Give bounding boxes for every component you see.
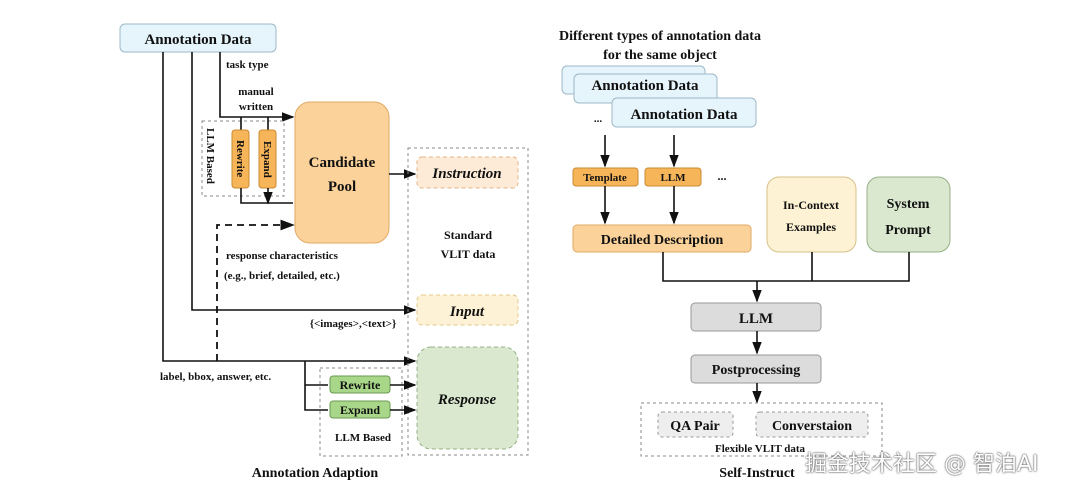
images-text-label: {<images>,<text>} [310,318,397,330]
qa-pair-box [657,411,734,438]
pool-label: Pool [328,179,356,195]
label-bbox-answer-label: label, bbox, answer, etc. [160,371,271,383]
rewrite-vertical-label: Rewrite [234,140,246,177]
detailed-description-label: Detailed Description [601,233,724,248]
annotation-data-label: Annotation Data [144,32,252,48]
annotation-data-box [119,23,277,53]
input-box [416,294,519,326]
annotation-adaption-panel: Annotation Data task type manual written… [119,23,529,481]
watermark: 掘金技术社区 @ 智泊AI [805,452,1039,477]
annotation-data-front-box [611,97,757,128]
instruction-box [416,156,519,189]
label-arrow [162,52,417,366]
self-instruct-panel: Different types of annotation data for t… [559,29,951,481]
response-label: Response [437,392,497,408]
llm-based-vertical-label: LLM Based [204,128,216,184]
title-line-2: for the same object [603,48,717,63]
llm-small-label: LLM [660,172,686,184]
expand-vertical-label: Expand [261,141,273,178]
task-type-label: task type [226,59,269,71]
qa-pair-label: QA Pair [670,419,719,434]
instruction-label: Instruction [431,166,501,182]
prompt-label: Prompt [885,223,931,238]
examples-label: Examples [786,220,836,234]
response-box [416,346,519,450]
standard-vlit-group [407,147,529,456]
written-label: written [239,101,273,113]
manual-label: manual [238,86,273,98]
flexible-vlit-group [640,402,883,457]
response-characteristics-examples: (e.g., brief, detailed, etc.) [224,270,340,282]
input-label: Input [449,304,485,320]
llm-based-group [201,120,285,197]
annotation-adaption-caption: Annotation Adaption [252,466,379,481]
conversation-label: Converstaion [772,419,852,434]
llm-label: LLM [739,311,773,327]
rewrite-label: Rewrite [340,378,381,392]
expand-label: Expand [340,403,380,417]
input-arrow [191,52,417,315]
annotation-data-back-label: Annotation Data [591,78,699,94]
conversation-box [755,411,869,438]
response-branch-lines [304,361,328,411]
merge-lines [662,252,910,282]
vlit-data-label: VLIT data [441,247,496,261]
ellipsis: ... [718,169,727,183]
system-label: System [887,197,930,212]
flexible-vlit-label: Flexible VLIT data [715,443,806,455]
rewrite-expand-input-lines [240,117,269,130]
llm-based-response-group [319,367,403,457]
system-prompt-box [866,176,951,253]
candidate-pool-box [294,101,390,244]
ellipsis-small: ... [594,113,603,125]
postprocessing-label: Postprocessing [712,363,800,378]
standard-label: Standard [444,228,492,242]
in-context-label: In-Context [783,198,839,212]
detailed-description-box [572,224,752,253]
self-instruct-caption: Self-Instruct [719,466,795,481]
response-characteristics-label: response characteristics [226,250,339,262]
llm-box [690,302,822,332]
template-label: Template [583,172,627,184]
candidate-label: Candidate [309,155,376,171]
rewrite-expand-output-arrow [240,188,293,203]
llm-small-box [644,167,702,187]
llm-based-label: LLM Based [335,432,391,444]
title-line-1: Different types of annotation data [559,29,761,44]
postprocessing-box [690,354,822,384]
response-characteristics-dashed-arrow [216,219,295,361]
in-context-examples-box [766,176,857,253]
annotation-data-front-label: Annotation Data [630,107,738,123]
